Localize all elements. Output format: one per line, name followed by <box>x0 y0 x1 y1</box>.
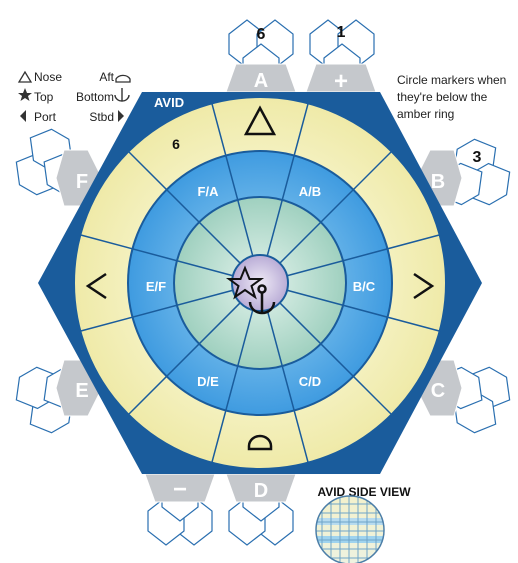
tab-b-label: B <box>431 171 445 193</box>
count-above-plus: 1 <box>337 24 346 41</box>
legend-top: Top <box>34 87 62 107</box>
chevron-right-icon <box>118 110 124 122</box>
tab-d-label: D <box>254 480 268 502</box>
sector-c-d: C/D <box>299 374 321 389</box>
tab-d[interactable]: D <box>226 474 296 502</box>
circle-markers-note: Circle markers when they're below the am… <box>397 72 517 123</box>
tab-c-label: C <box>431 380 445 402</box>
tab-e-label: E <box>75 380 88 402</box>
legend-left: Nose Top Port <box>34 67 62 127</box>
legend-port: Port <box>34 107 62 127</box>
sector-b-c: B/C <box>353 279 376 294</box>
legend-stbd: Stbd <box>70 107 114 127</box>
tab-plus[interactable]: + <box>306 64 376 95</box>
side-view-title: AVID SIDE VIEW <box>317 485 411 499</box>
tab-a[interactable]: A <box>226 64 296 92</box>
side-view-globe <box>314 496 386 563</box>
tab-plus-label: + <box>334 68 348 95</box>
chevron-left-icon <box>20 110 26 122</box>
tab-a-label: A <box>254 70 268 92</box>
tab-minus-label: − <box>173 476 187 503</box>
legend-aft: Aft <box>70 67 114 87</box>
legend-bottom: Bottom <box>70 87 114 107</box>
sector-a-b: A/B <box>299 184 321 199</box>
tab-f-label: F <box>76 171 88 193</box>
count-right-b: 3 <box>473 149 482 166</box>
sector-f-a: F/A <box>198 184 220 199</box>
avid-tag: AVID <box>154 95 184 110</box>
anchor-icon <box>115 88 129 101</box>
star-icon <box>18 88 32 101</box>
count-above-a: 6 <box>257 26 266 43</box>
triangle-up-icon <box>19 72 31 82</box>
dome-icon <box>116 75 130 82</box>
tab-minus[interactable]: − <box>145 474 215 503</box>
center-circle <box>232 255 288 311</box>
amber-count-fa: 6 <box>172 136 180 152</box>
legend-nose: Nose <box>34 67 62 87</box>
sector-e-f: E/F <box>146 279 166 294</box>
legend-right: Aft Bottom Stbd <box>70 67 114 127</box>
sector-d-e: D/E <box>197 374 219 389</box>
